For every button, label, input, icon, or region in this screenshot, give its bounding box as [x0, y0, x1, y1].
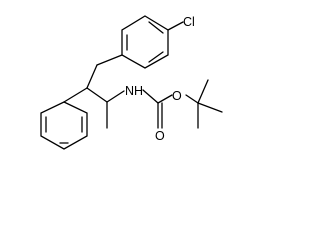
ester-oxygen-label: O — [172, 89, 182, 103]
c-cl-bond — [167, 21, 184, 31]
chlorophenyl-inner-double-bond — [148, 51, 164, 63]
nh-atom-label: NH — [125, 84, 143, 98]
ch-ch-bond — [86, 87, 108, 103]
phenyl-ring — [40, 101, 88, 150]
nh-c-bond — [142, 89, 159, 104]
tbu-methyl-bond-top — [197, 79, 209, 104]
carbonyl-oxygen-label: O — [155, 129, 165, 143]
ch-phenyl-bond — [63, 87, 88, 103]
carbamate-group — [142, 89, 199, 129]
o-tbu-bond — [185, 94, 199, 104]
phenyl-ring-outline — [40, 101, 88, 150]
chlorophenyl-inner-double-bond — [148, 21, 164, 34]
chlorine-atom-label: Cl — [183, 15, 195, 29]
ch2-ch-bond — [86, 64, 98, 89]
c-o-bond — [157, 94, 173, 104]
ring-ch2-bond — [96, 54, 123, 66]
main-chain — [86, 54, 125, 129]
chemical-structure-diagram: Cl NH O O — [40, 15, 223, 150]
tbu-methyl-bond-right — [197, 102, 223, 113]
tert-butyl-group — [197, 79, 223, 129]
chlorophenyl-ring — [121, 15, 169, 69]
ch-nh-bond — [106, 90, 125, 103]
chlorophenyl-ring-outline — [121, 15, 169, 69]
